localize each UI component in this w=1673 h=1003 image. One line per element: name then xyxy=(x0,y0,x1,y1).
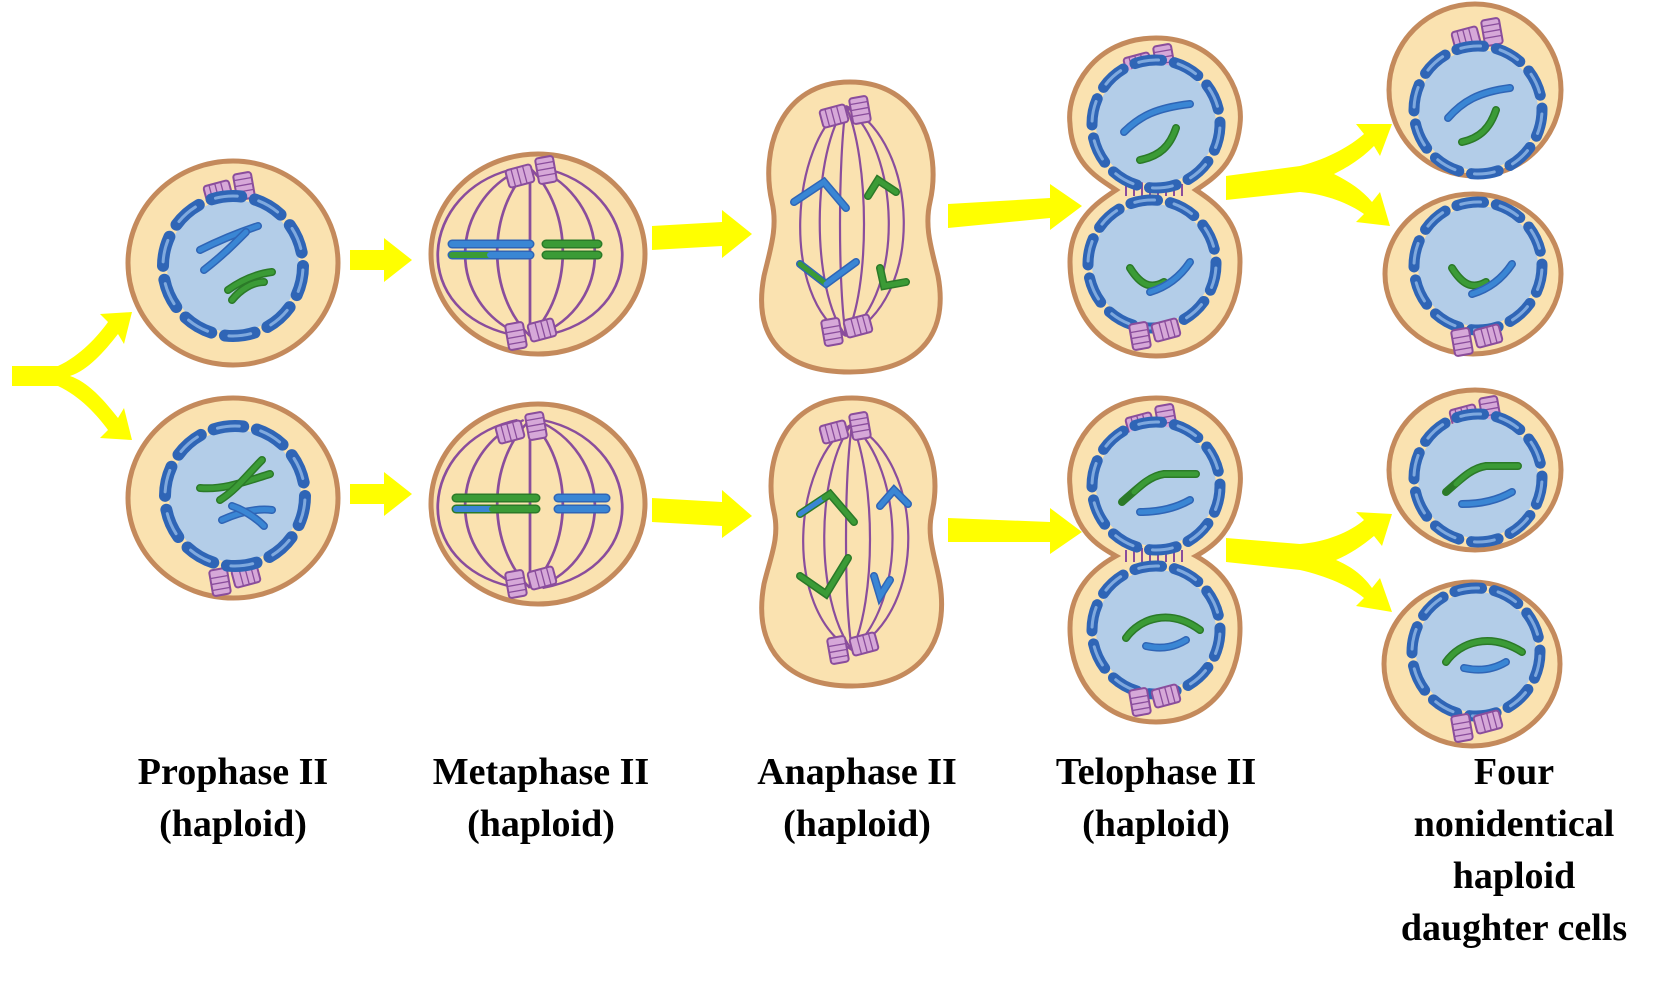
split-arrow-left xyxy=(12,312,132,440)
daughters-label-line4: daughter cells xyxy=(1383,902,1645,954)
metaphase-cell-bottom xyxy=(431,404,645,604)
telophase-label: Telophase II (haploid) xyxy=(1036,746,1276,850)
metaphase-label-line2: (haploid) xyxy=(416,798,666,850)
anaphase-label-line1: Anaphase II xyxy=(737,746,977,798)
daughter-cell-3 xyxy=(1389,390,1561,550)
metaphase-cell-top xyxy=(431,154,645,354)
arrow-pro-meta-top xyxy=(350,238,412,282)
anaphase-label: Anaphase II (haploid) xyxy=(737,746,977,850)
split-arrow-bottom xyxy=(1226,512,1392,612)
arrow-meta-ana-top xyxy=(652,210,752,258)
telophase-cell-top xyxy=(1070,38,1241,356)
arrow-meta-ana-bottom xyxy=(652,490,752,538)
prophase-cell-top xyxy=(128,161,338,365)
arrow-ana-telo-top xyxy=(948,184,1082,230)
anaphase-label-line2: (haploid) xyxy=(737,798,977,850)
metaphase-label-line1: Metaphase II xyxy=(416,746,666,798)
split-arrow-top xyxy=(1226,124,1392,226)
telophase-cell-bottom xyxy=(1070,398,1241,722)
telophase-label-line1: Telophase II xyxy=(1036,746,1276,798)
prophase-label: Prophase II (haploid) xyxy=(113,746,353,850)
prophase-label-line1: Prophase II xyxy=(113,746,353,798)
arrow-ana-telo-bottom xyxy=(948,508,1082,554)
daughters-label: Four nonidentical haploid daughter cells xyxy=(1383,746,1645,954)
prophase-cell-bottom xyxy=(128,398,338,598)
telophase-label-line2: (haploid) xyxy=(1036,798,1276,850)
anaphase-cell-bottom xyxy=(762,398,942,686)
daughter-cell-2 xyxy=(1385,194,1561,356)
daughters-label-line3: haploid xyxy=(1383,850,1645,902)
daughter-cell-4 xyxy=(1384,582,1560,746)
daughter-cell-1 xyxy=(1389,4,1561,176)
prophase-label-line2: (haploid) xyxy=(113,798,353,850)
anaphase-cell-top xyxy=(762,82,941,372)
arrow-pro-meta-bottom xyxy=(350,472,412,516)
daughters-label-line1: Four xyxy=(1383,746,1645,798)
metaphase-label: Metaphase II (haploid) xyxy=(416,746,666,850)
daughters-label-line2: nonidentical xyxy=(1383,798,1645,850)
